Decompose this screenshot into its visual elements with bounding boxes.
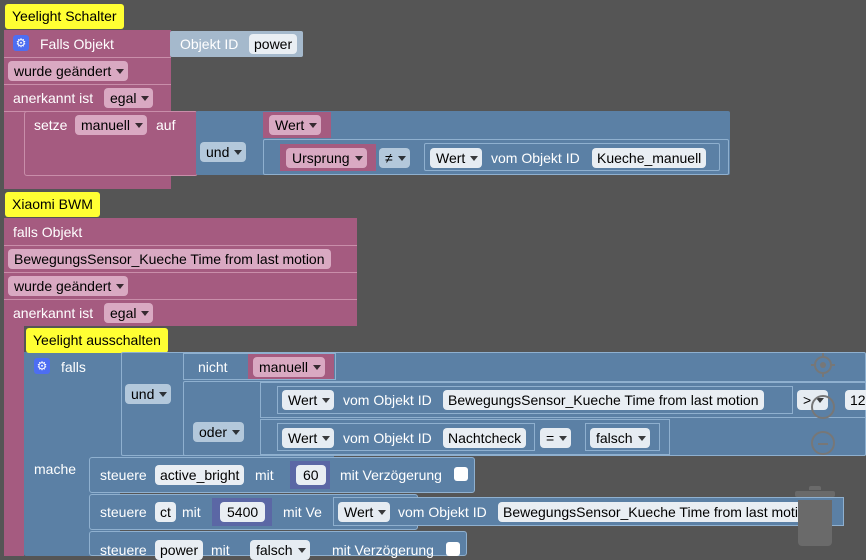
object-id-field[interactable]: power bbox=[249, 34, 298, 54]
vom-objekt-id-label: vom Objekt ID bbox=[491, 150, 580, 166]
trigger-dropdown[interactable]: wurde geändert bbox=[8, 61, 129, 81]
ack-dropdown-2[interactable]: egal bbox=[104, 303, 154, 323]
delay-label-3: mit Verzögerung bbox=[332, 542, 434, 558]
comment-yeelight-schalter[interactable]: Yeelight Schalter bbox=[5, 4, 124, 29]
bool-dropdown-2[interactable]: falsch bbox=[250, 540, 310, 560]
control-block-1[interactable] bbox=[89, 457, 475, 493]
falls-label: falls bbox=[61, 359, 86, 375]
gear-icon[interactable]: ⚙ bbox=[34, 358, 50, 374]
object-id-field-2[interactable]: Kueche_manuell bbox=[592, 148, 707, 168]
number-field-2[interactable]: 5400 bbox=[220, 502, 266, 522]
control-target-3[interactable]: power bbox=[155, 540, 204, 560]
comment-yeelight-ausschalten[interactable]: Yeelight ausschalten bbox=[26, 328, 168, 353]
trigger-dropdown-2[interactable]: wurde geändert bbox=[8, 276, 129, 296]
vom-objekt-id-label-2: vom Objekt ID bbox=[343, 392, 432, 408]
manuell-dropdown[interactable]: manuell bbox=[253, 357, 326, 377]
trash-icon[interactable] bbox=[795, 486, 835, 546]
delay-checkbox-1[interactable] bbox=[454, 467, 468, 481]
set-variable-block[interactable] bbox=[24, 111, 198, 176]
vom-objekt-id-label-3: vom Objekt ID bbox=[343, 430, 432, 446]
object-id-field-4[interactable]: Nachtcheck bbox=[443, 428, 527, 448]
oder-dropdown[interactable]: oder bbox=[193, 422, 245, 442]
mit-label-3: mit bbox=[211, 542, 230, 558]
number-field[interactable]: 12 bbox=[845, 390, 866, 410]
minus-icon[interactable] bbox=[811, 431, 835, 455]
wert-dropdown-4[interactable]: Wert bbox=[282, 428, 335, 448]
mache-label: mache bbox=[34, 461, 77, 477]
operator-dropdown-3[interactable]: = bbox=[540, 428, 572, 448]
delay-checkbox-3[interactable] bbox=[446, 542, 460, 556]
ack-label-2: anerkannt ist bbox=[13, 305, 94, 321]
operator-dropdown[interactable]: ≠ bbox=[379, 148, 410, 168]
steuere-label-3: steuere bbox=[100, 542, 147, 558]
object-id-label: Objekt ID bbox=[180, 36, 239, 52]
ack-label: anerkannt ist bbox=[13, 90, 94, 106]
falls-objekt-label-2: falls Objekt bbox=[13, 224, 83, 240]
wert-dropdown-5[interactable]: Wert bbox=[338, 502, 391, 522]
crosshair-icon[interactable] bbox=[810, 352, 836, 378]
object-id-field-3[interactable]: BewegungsSensor_Kueche Time from last mo… bbox=[443, 390, 764, 410]
object-id-field-5[interactable]: BewegungsSensor_Kueche Time from last mo… bbox=[498, 502, 819, 522]
steuere-label-1: steuere bbox=[100, 467, 147, 483]
ursprung-dropdown[interactable]: Ursprung bbox=[286, 148, 367, 168]
wert-dropdown-2[interactable]: Wert bbox=[430, 148, 483, 168]
mit-label-2: mit bbox=[182, 504, 201, 520]
auf-label: auf bbox=[156, 117, 176, 133]
number-field-1[interactable]: 60 bbox=[296, 465, 326, 485]
falls-objekt-label: Falls Objekt bbox=[40, 36, 114, 52]
bool-dropdown[interactable]: falsch bbox=[590, 428, 650, 448]
plus-icon[interactable] bbox=[811, 395, 835, 419]
vom-objekt-id-label-4: vom Objekt ID bbox=[398, 504, 487, 520]
ack-dropdown[interactable]: egal bbox=[104, 88, 154, 108]
nicht-label: nicht bbox=[198, 359, 228, 375]
object-dropdown[interactable]: BewegungsSensor_Kueche Time from last mo… bbox=[8, 249, 331, 269]
mit-label-1: mit bbox=[255, 467, 274, 483]
gear-icon[interactable]: ⚙ bbox=[13, 35, 29, 51]
delay-label-2: mit Ve bbox=[283, 504, 322, 520]
und-dropdown[interactable]: und bbox=[200, 142, 247, 162]
wert-dropdown-3[interactable]: Wert bbox=[282, 390, 335, 410]
delay-label-1: mit Verzögerung bbox=[340, 467, 442, 483]
setze-label: setze bbox=[34, 117, 68, 133]
und-dropdown-2[interactable]: und bbox=[125, 384, 172, 404]
wert-dropdown[interactable]: Wert bbox=[269, 115, 322, 135]
steuere-label-2: steuere bbox=[100, 504, 147, 520]
control-target-1[interactable]: active_bright bbox=[155, 465, 245, 485]
control-target-2[interactable]: ct bbox=[155, 502, 176, 522]
variable-dropdown[interactable]: manuell bbox=[75, 115, 148, 135]
comment-xiaomi-bwm[interactable]: Xiaomi BWM bbox=[5, 192, 100, 217]
